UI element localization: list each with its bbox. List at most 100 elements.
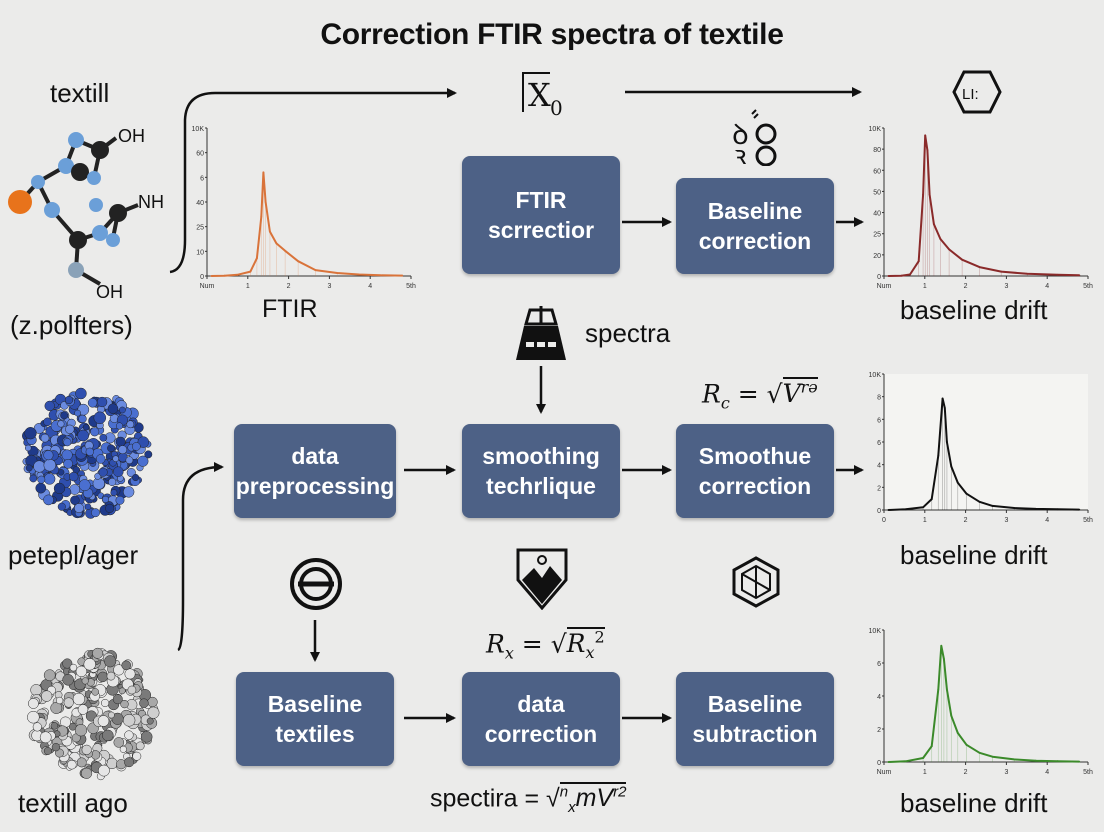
y-tick-label: 6 (877, 417, 881, 424)
network-hex-icon (732, 556, 780, 608)
atom (95, 454, 106, 464)
atom (43, 417, 52, 427)
y-tick-label: 80 (873, 147, 881, 154)
atom (147, 706, 160, 719)
svg-text:ꝺ: ꝺ (732, 118, 749, 151)
y-tick-label: 0 (877, 508, 881, 515)
x-tick-label: Num (877, 769, 892, 776)
atom (51, 743, 61, 752)
atom (43, 458, 57, 472)
data-point (260, 215, 263, 218)
atom (146, 717, 154, 725)
atom (53, 482, 66, 495)
atom (124, 668, 136, 680)
y-tick-label: 40 (196, 200, 204, 207)
atom (65, 424, 75, 434)
equation-spectira: spectira = √nxmVr2 (430, 782, 627, 817)
atom (62, 674, 74, 686)
y-tick-label: 0 (877, 274, 881, 281)
weight-bag-icon (516, 306, 566, 360)
data-point (336, 272, 339, 274)
data-point (922, 506, 924, 509)
x-tick-label: 2 (964, 283, 968, 290)
diagram-title: Correction FTIR spectra of textile (320, 18, 784, 51)
x-tick-label: 4 (368, 283, 372, 290)
drift-caption-3: baseline drift (900, 788, 1048, 818)
atom (108, 477, 117, 487)
atom (57, 502, 66, 511)
data-point (930, 745, 933, 748)
data-point (937, 454, 940, 457)
atom (140, 731, 153, 743)
box-subtraction-line2: subtraction (692, 721, 818, 747)
atom (44, 400, 55, 412)
atom (115, 436, 126, 447)
atom (72, 692, 86, 706)
data-point (236, 273, 239, 276)
y-tick-label: 8 (877, 395, 881, 402)
box-smoothue-line2: correction (698, 473, 812, 499)
plot-background (884, 374, 1088, 510)
box-ftir-line2: scrrectior (487, 217, 595, 243)
data-point (379, 274, 382, 277)
atom (67, 759, 77, 770)
y-tick-label: 6 (877, 440, 881, 447)
atom (131, 442, 141, 451)
atom (27, 710, 40, 724)
top-molecule-name: textill (50, 78, 110, 108)
atom (108, 711, 115, 719)
x-tick-label: Num (200, 283, 215, 290)
data-point (961, 258, 964, 261)
x-tick-label: 5th (1083, 769, 1093, 776)
box-data-line1: data (291, 443, 339, 469)
data-point (930, 498, 933, 501)
atom-label-oh-top: OH (118, 126, 145, 146)
atom (137, 455, 149, 467)
y-tick-label: 10K (869, 372, 882, 379)
ftir-chart-caption: FTIR (262, 295, 318, 323)
atom (118, 687, 126, 695)
data-point (900, 274, 903, 277)
data-point (1056, 273, 1059, 276)
data-point (1013, 507, 1016, 509)
atom (111, 712, 124, 725)
data-point (887, 275, 890, 277)
data-cube-icon: LI: (952, 70, 1002, 114)
atom (70, 495, 80, 506)
x-tick-label: 3 (1004, 769, 1008, 776)
box-textiles-line2: textiles (275, 721, 355, 747)
box-smoothue-line1: Smoothue (698, 443, 812, 469)
atom-label-oh-bottom: OH (96, 282, 123, 302)
box-ftir-correction: FTIR scrrectior (462, 156, 620, 274)
data-point (297, 260, 300, 263)
data-point (358, 273, 360, 276)
middle-molecule-caption: petepl/ager (8, 540, 139, 570)
molecule-structure-icon: OH NH OH (8, 126, 164, 302)
y-tick-label: 10 (196, 249, 204, 256)
svg-text:ꝛ: ꝛ (734, 141, 747, 166)
atom (37, 475, 46, 484)
data-cube-text: LI: (962, 86, 979, 103)
atom (25, 464, 33, 472)
atom (99, 433, 108, 442)
box-baseline-correction: Baseline correction (676, 178, 834, 274)
box-baseline-line1: Baseline (707, 198, 803, 224)
atom (102, 729, 114, 742)
atom (98, 467, 108, 477)
box-data-correction: data correction (462, 672, 620, 766)
atom (98, 764, 110, 777)
data-point (943, 407, 946, 409)
x0-symbol: X (528, 76, 551, 114)
atom (120, 699, 129, 709)
data-point (1013, 758, 1016, 761)
spectra-label: spectra (585, 318, 671, 348)
box-baseline-subtraction: Baseline subtraction (676, 672, 834, 766)
data-point (904, 508, 907, 511)
atom (43, 669, 56, 682)
chart-axes (206, 128, 411, 277)
atom (121, 660, 131, 671)
data-point (1000, 270, 1003, 273)
data-point (401, 274, 404, 277)
